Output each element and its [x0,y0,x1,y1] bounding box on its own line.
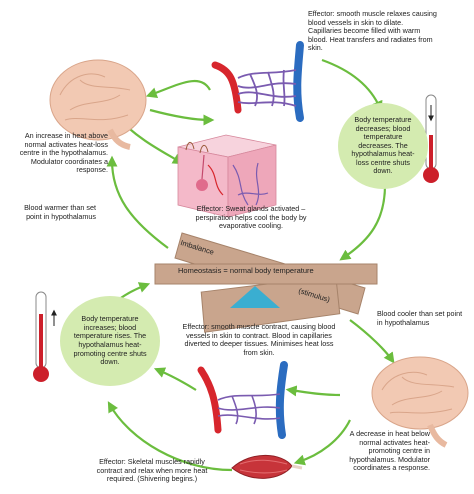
brain-icon [49,59,147,150]
effector-dilate-text: Effector: smooth muscle relaxes causing … [308,9,437,53]
homeostasis-label: Homeostasis = normal body temperature [178,266,314,275]
effector-contract-text: Effector: smooth muscle contract, causin… [182,322,336,357]
arrow-brain-to-muscle [293,419,351,466]
thermometer-up-icon [33,291,57,382]
effector-sweat-text: Effector: Sweat glands activated – persp… [195,204,307,231]
pivot [230,286,280,308]
blood-warmer-text: Blood warmer than set point in hypothala… [24,203,96,221]
skin-sweat-gland-icon [177,134,277,218]
arrow-bubble-to-plank [339,184,387,261]
body-temp-increases-bubble: Body temperature increases; blood temper… [60,296,160,386]
arrow-plank-to-brain [106,155,169,249]
decrease-heat-text: A decrease in heat below normal activate… [349,429,430,473]
arrow-constrict-to-bubble [153,367,197,391]
increase-heat-text: An increase in heat above normal activat… [19,131,108,175]
arrow-brain-to-dilate [149,108,215,126]
plank-homeostasis [154,263,378,285]
brain-icon [371,356,469,448]
thermometer-down-icon [423,94,439,183]
arrow-plank-to-brain-bottom [349,319,395,364]
body-temp-increases-text: Body temperature increases; blood temper… [73,314,147,367]
body-temp-decreases-bubble: Body temperature decreases; blood temper… [338,103,428,189]
arrow-muscle-to-bubble [107,401,233,472]
blood-cooler-text: Blood cooler than set point in hypothala… [377,309,463,327]
body-temp-decreases-text: Body temperature decreases; blood temper… [351,114,415,176]
arrow-brain-to-constrict [285,385,341,397]
arrow-dilate-to-bubble [321,58,383,113]
effector-skeletal-text: Effector: Skeletal muscles rapidly contr… [96,457,208,484]
capillary-constricted-icon [197,361,288,439]
arrow-to-brain-top [145,79,211,98]
seesaw [154,232,378,333]
muscle-icon [231,454,303,479]
capillary-dilated-icon [211,41,304,122]
